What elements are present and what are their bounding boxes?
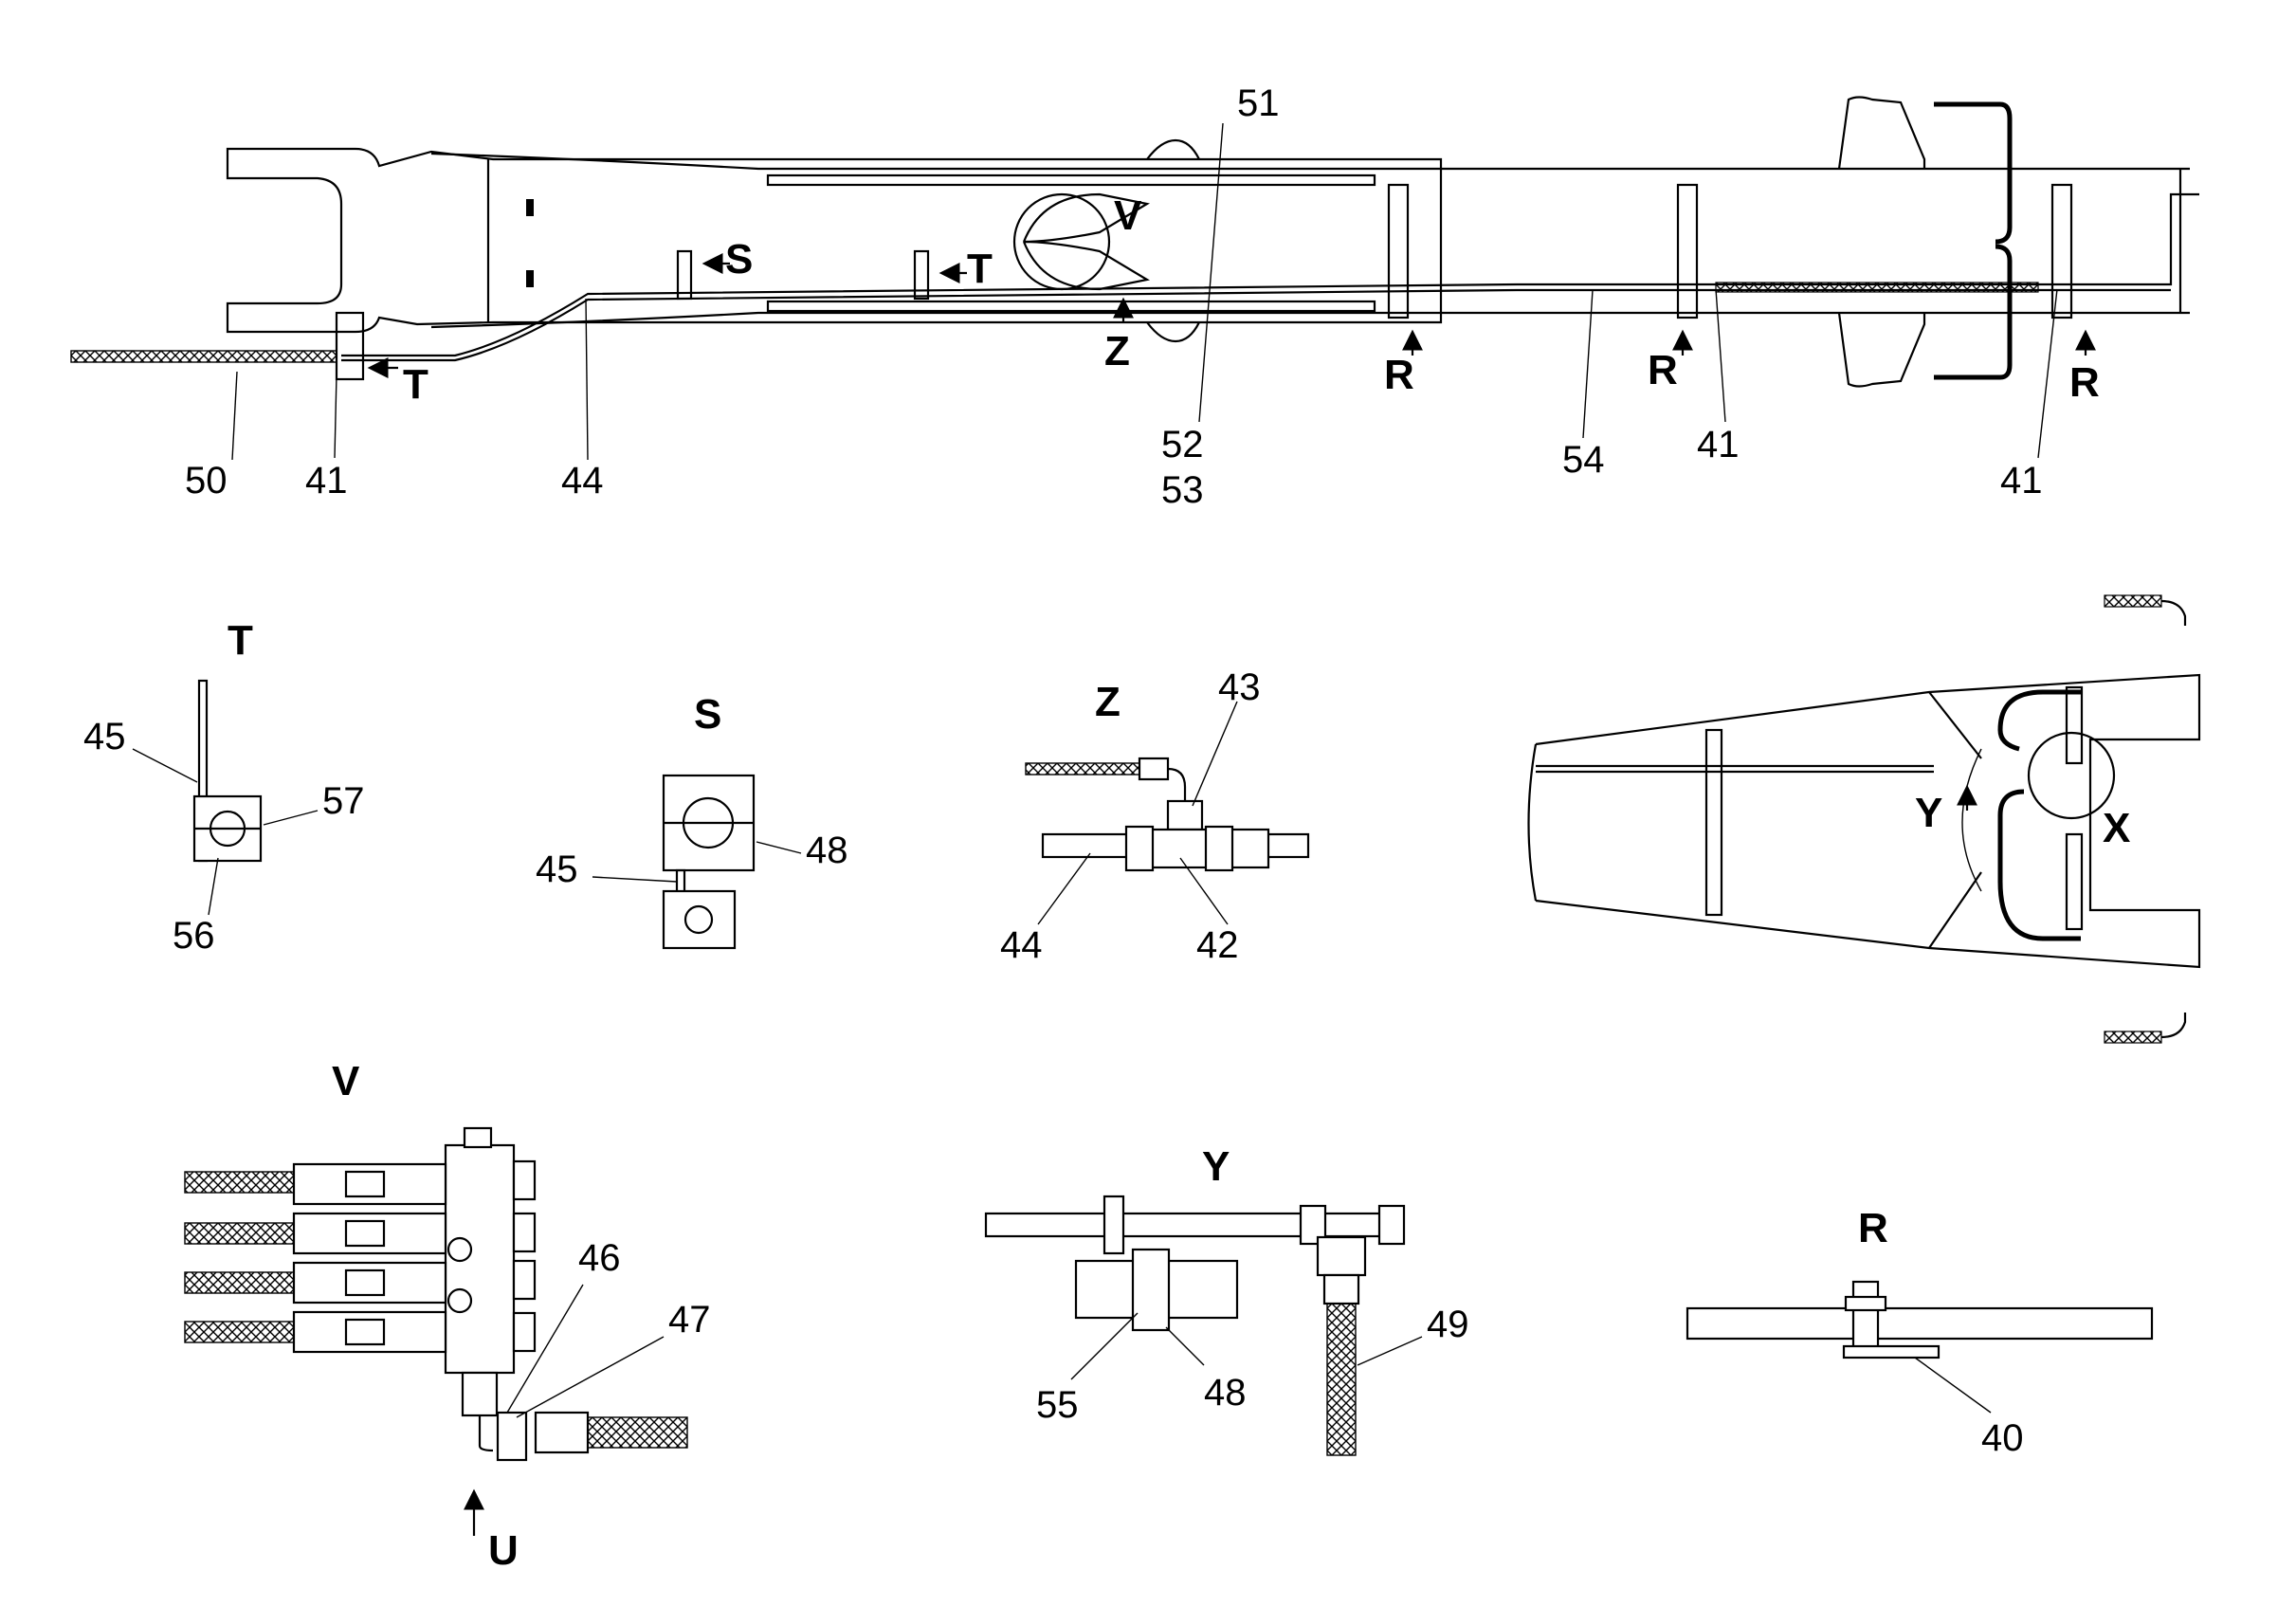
callout-55: 55 [1036,1384,1079,1426]
callout-48: 48 [1204,1372,1247,1414]
detail-title-z: Z [1095,679,1121,725]
view-mark-v: V [1114,192,1142,239]
callout-42: 42 [1196,924,1239,966]
callout-44: 44 [1000,924,1043,966]
callout-41: 41 [1697,424,1740,465]
callout-40: 40 [1981,1417,2024,1459]
callout-44: 44 [561,460,604,502]
callout-57: 57 [322,780,365,822]
detail-t: T 45 57 56 [83,617,365,957]
callout-49: 49 [1427,1304,1469,1345]
view-mark-y: Y [1915,790,1942,836]
detail-title-v: V [332,1058,360,1104]
callout-52: 52 [1161,424,1204,465]
detail-r: R 40 [1686,1205,2154,1459]
hose-row [184,1162,447,1206]
callout-45: 45 [536,848,578,890]
hose-row [184,1310,447,1354]
callout-46: 46 [578,1237,621,1279]
callout-43: 43 [1218,666,1261,708]
view-mark-t: T [967,246,993,292]
callout-51: 51 [1237,82,1280,124]
callout-41: 41 [305,460,348,502]
detail-y: Y 49 55 48 [984,1143,1469,1456]
view-mark-x: X [2103,805,2130,851]
view-mark-r: R [1384,352,1414,398]
view-mark-z: Z [1104,328,1130,374]
callout-48: 48 [806,830,848,871]
view-mark-r: R [1648,347,1678,393]
callout-54: 54 [1562,439,1605,481]
detail-s: S 45 48 [536,691,848,950]
callout-53: 53 [1161,469,1204,511]
view-mark-s: S [725,236,753,283]
detail-title-r: R [1858,1205,1888,1251]
view-mark-t: T [403,361,428,408]
hose-row [184,1261,447,1305]
detail-title-u: U [488,1527,519,1574]
main-boom-view [70,96,2199,388]
detail-v: V [184,1058,711,1574]
callout-50: 50 [185,460,228,502]
detail-title-s: S [694,691,721,738]
view-mark-r: R [2069,359,2100,406]
detail-fork-end-view: Y X [1527,594,2201,1044]
callout-45: 45 [83,716,126,757]
detail-title-t: T [228,617,253,664]
main-view-callouts: 50 41 44 51 52 53 54 41 41 S T T V Z R R… [185,82,2100,511]
callout-56: 56 [173,915,215,957]
hose-row [184,1212,447,1255]
callout-47: 47 [668,1299,711,1341]
detail-z: Z 43 44 42 [1000,666,1310,966]
callout-41: 41 [2000,460,2043,502]
detail-title-y: Y [1202,1143,1230,1190]
